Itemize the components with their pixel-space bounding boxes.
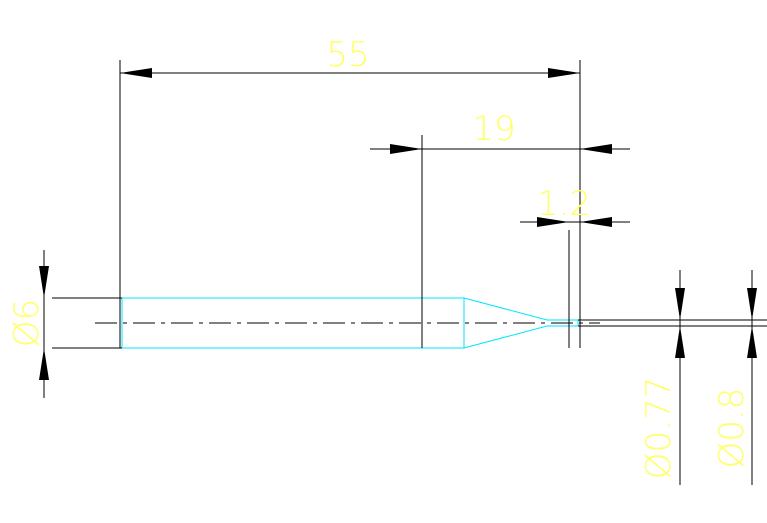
dim-text-1-2: 1.2 (537, 184, 591, 224)
arrow-1-2-right (580, 217, 612, 227)
dim-tip-length: 1.2 (520, 184, 630, 348)
arrow-0-8-top (747, 288, 757, 320)
arrow-55-right (548, 68, 580, 78)
dim-tip-diameter-1: Ø0.77 (639, 270, 685, 485)
dim-taper-length: 19 (370, 109, 630, 348)
arrow-0-77-top (675, 288, 685, 320)
dim-text-0-77: Ø0.77 (639, 377, 679, 479)
taper-bottom-edge (463, 325, 578, 349)
arrow-6-bottom (39, 348, 49, 380)
arrow-55-left (120, 68, 152, 78)
taper-top-edge (463, 297, 578, 321)
arrow-0-8-bottom (747, 326, 757, 358)
arrow-0-77-bottom (675, 326, 685, 358)
arrow-19-left (390, 144, 422, 154)
dim-text-0-8: Ø0.8 (712, 388, 752, 469)
dim-tip-diameter-2: Ø0.8 (712, 270, 757, 485)
shank-body (121, 297, 465, 349)
arrow-1-2-left (537, 217, 569, 227)
arrow-6-top (39, 266, 49, 298)
dim-overall-length: 55 (119, 35, 581, 348)
arrow-19-right (580, 144, 612, 154)
dim-text-6: Ø6 (7, 299, 47, 347)
dim-text-55: 55 (326, 35, 369, 75)
dim-text-19: 19 (472, 109, 515, 149)
tip-extension-lines (578, 319, 767, 327)
dim-shank-diameter: Ø6 (7, 250, 122, 398)
